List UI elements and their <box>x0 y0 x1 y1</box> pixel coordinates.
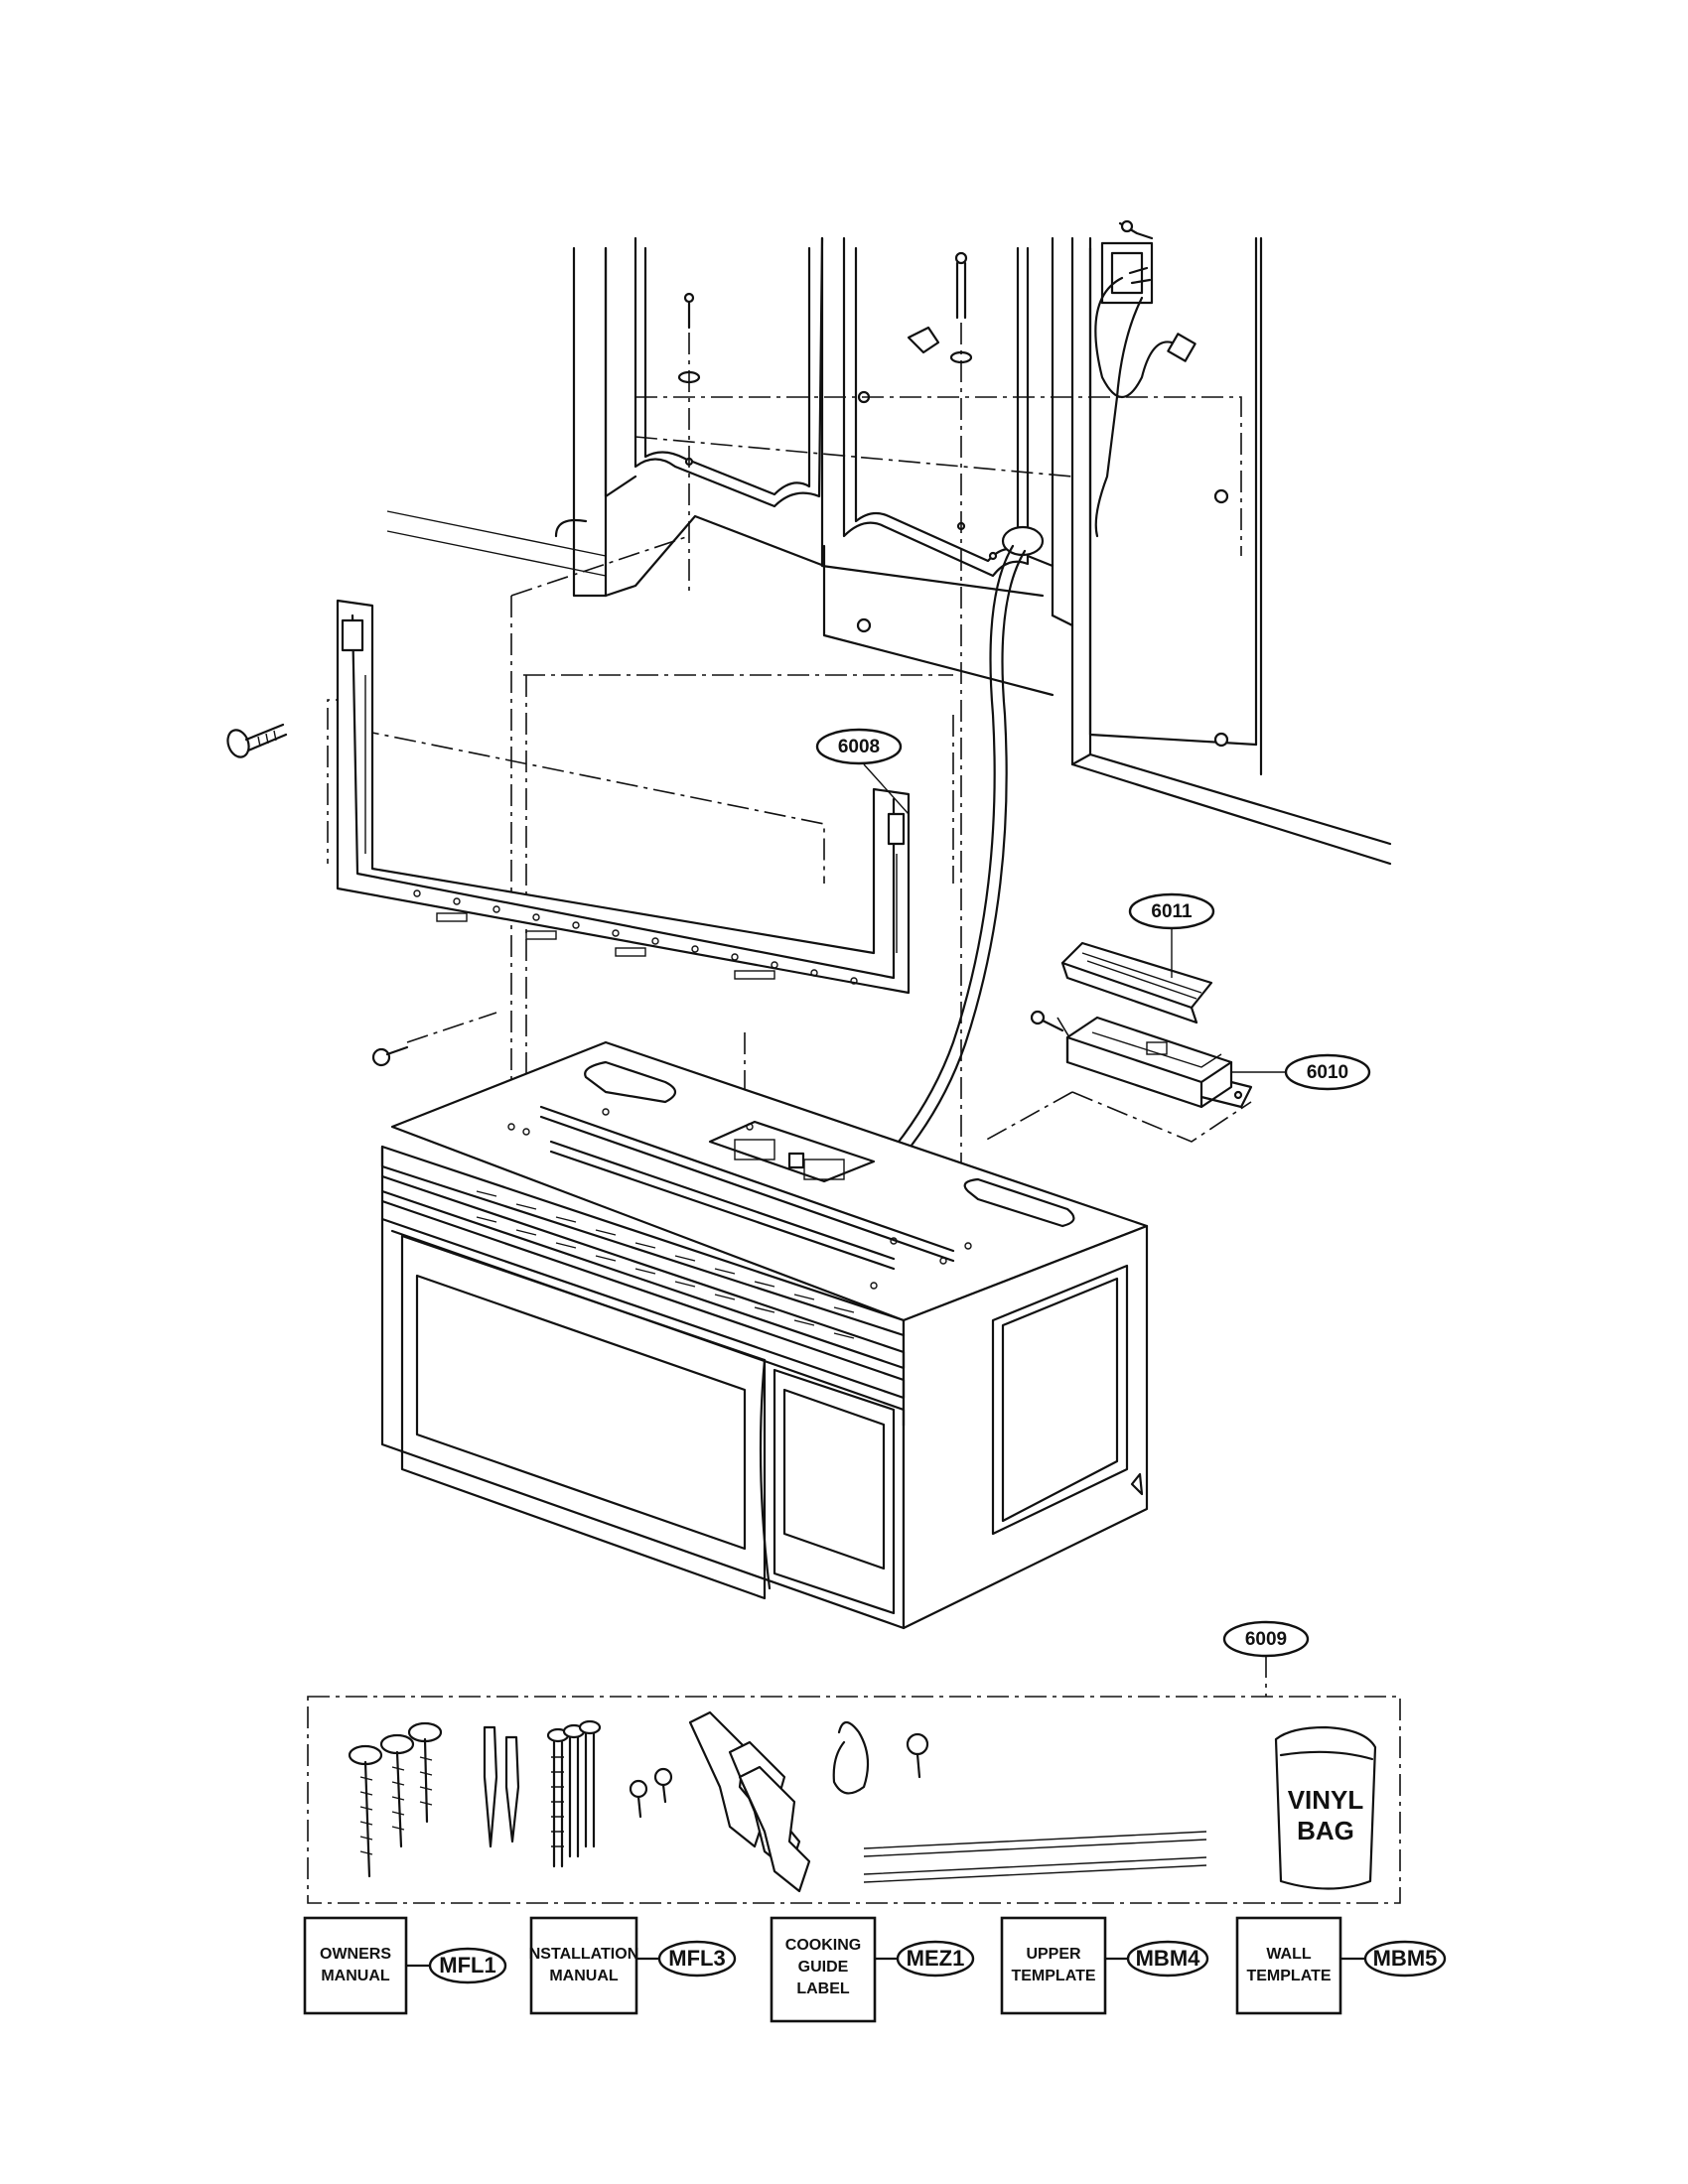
svg-text:LABEL: LABEL <box>796 1980 850 1997</box>
svg-text:UPPER: UPPER <box>1026 1946 1081 1963</box>
callout-6008: 6008 <box>815 728 903 765</box>
svg-text:COOKING: COOKING <box>785 1937 861 1954</box>
svg-text:MANUAL: MANUAL <box>321 1968 390 1984</box>
hardware-kit-box <box>307 1656 1401 1904</box>
doc-wall-template: WALL TEMPLATE MBM5 <box>1235 1916 1447 2015</box>
svg-text:MANUAL: MANUAL <box>549 1968 619 1984</box>
callout-6008-text: 6008 <box>838 737 880 757</box>
damper-part <box>1060 941 1213 1024</box>
callout-6009-text: 6009 <box>1245 1629 1287 1650</box>
callout-leaders <box>863 763 1286 1073</box>
svg-text:OWNERS: OWNERS <box>320 1946 391 1963</box>
callout-6011-text: 6011 <box>1151 901 1193 922</box>
exhaust-adapter-part <box>1030 1010 1253 1109</box>
doc-upper-template: UPPER TEMPLATE MBM4 <box>1000 1916 1209 2015</box>
doc-code-mfl1: MFL1 <box>439 1953 495 1978</box>
kit-screws <box>348 1710 1207 1893</box>
doc-owners-manual: OWNERS MANUAL MFL1 <box>303 1916 507 2015</box>
installation-guide-lines <box>327 323 1252 1221</box>
doc-cooking-guide-label: COOKING GUIDE LABEL MEZ1 <box>770 1916 975 2023</box>
upper-cabinets <box>386 219 1392 866</box>
lower-mounting-screw <box>371 1045 409 1067</box>
svg-text:NSTALLATION: NSTALLATION <box>529 1946 639 1963</box>
vinyl-bag-label-line2: BAG <box>1297 1816 1354 1845</box>
vinyl-bag: VINYL BAG <box>1274 1725 1377 1890</box>
left-mounting-screw <box>226 723 288 758</box>
svg-text:TEMPLATE: TEMPLATE <box>1011 1968 1095 1984</box>
doc-code-mfl3: MFL3 <box>668 1946 725 1971</box>
doc-code-mbm4: MBM4 <box>1136 1946 1201 1971</box>
doc-code-mez1: MEZ1 <box>907 1946 965 1971</box>
mounting-plate <box>336 599 911 995</box>
callout-6010: 6010 <box>1284 1053 1371 1091</box>
callout-6010-text: 6010 <box>1307 1062 1348 1083</box>
doc-code-mbm5: MBM5 <box>1373 1946 1438 1971</box>
svg-text:GUIDE: GUIDE <box>798 1959 849 1976</box>
power-cord <box>872 544 1027 1178</box>
microwave-oven <box>380 1040 1149 1630</box>
callout-6009: 6009 <box>1222 1620 1310 1658</box>
svg-text:TEMPLATE: TEMPLATE <box>1246 1968 1331 1984</box>
svg-text:WALL: WALL <box>1266 1946 1312 1963</box>
callout-6011: 6011 <box>1128 892 1215 930</box>
vinyl-bag-label-line1: VINYL <box>1288 1785 1364 1815</box>
doc-installation-manual: NSTALLATION MANUAL MFL3 <box>529 1916 737 2015</box>
